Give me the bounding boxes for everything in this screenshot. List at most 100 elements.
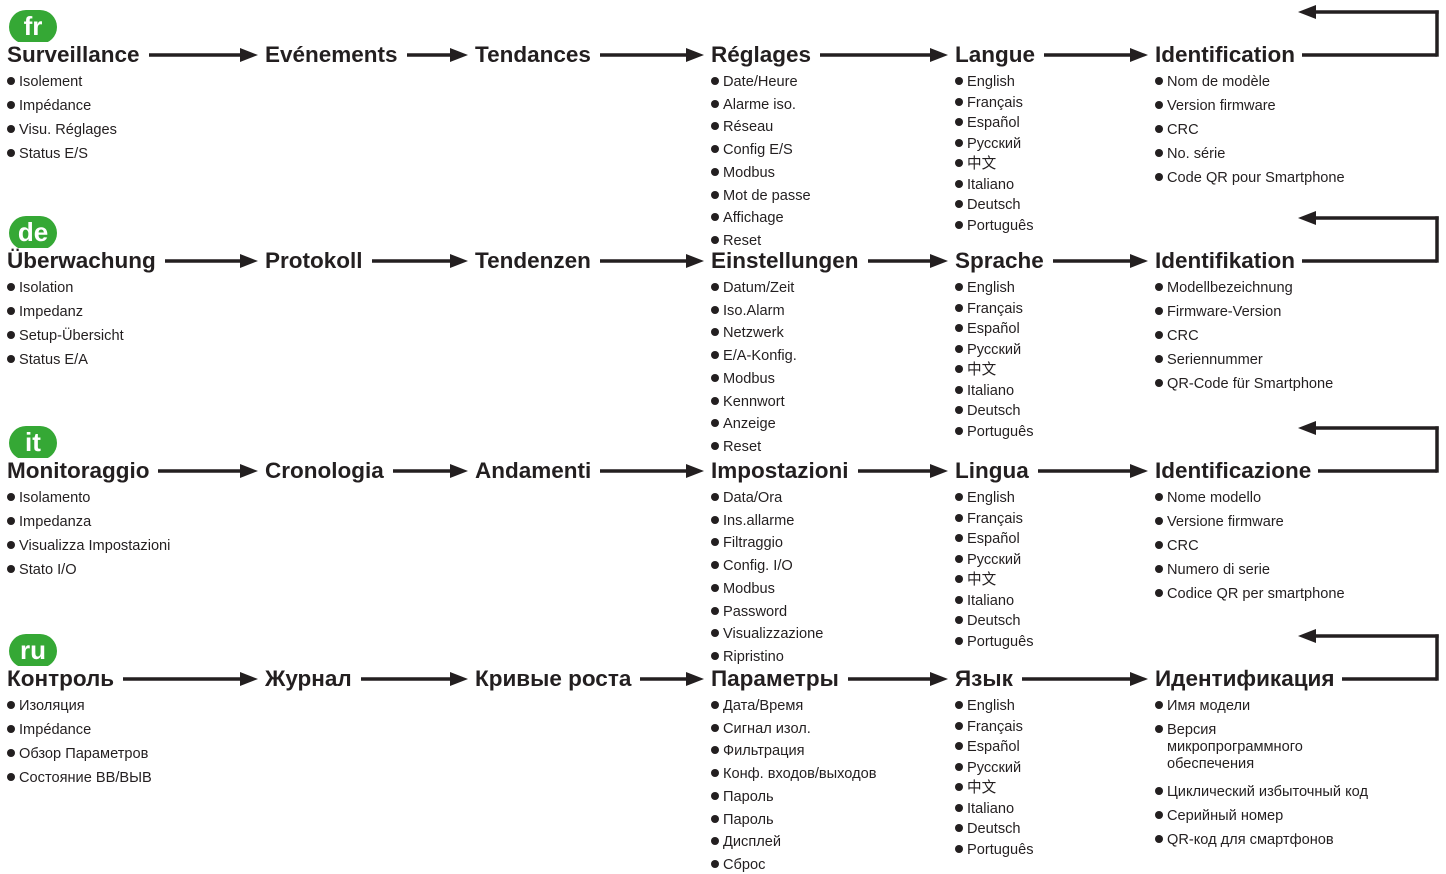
bullet-icon [711,606,719,615]
bullet-icon [711,122,719,131]
bullet-icon [711,190,719,199]
arrowhead-icon [686,254,704,268]
bullet-icon [711,493,719,501]
menu-item: Affichage [711,210,784,227]
menu-item-label: Config E/S [723,142,793,159]
arrowhead-icon [450,672,468,686]
bullet-icon [955,426,963,435]
bullet-icon [955,303,963,312]
menu-item-label: Italiano [967,592,1015,609]
bullet-icon [7,541,15,549]
bullet-icon [1155,787,1163,795]
bullet-icon [7,331,15,339]
bullet-icon [1155,77,1163,85]
language-badge-it: it [9,426,57,460]
menu-item-label: Modbus [723,164,775,181]
bullet-icon [7,101,15,109]
arrowhead-icon [450,254,468,268]
language-badge-ru: ru [9,634,57,668]
bullet-icon [711,77,719,85]
menu-item: Alarme iso. [711,97,796,114]
bullet-icon [955,513,963,522]
bullet-icon [955,534,963,542]
bullet-icon [711,235,719,244]
menu-item-label: Español [967,739,1020,755]
menu-item: Isolement [7,74,82,91]
menu-item: 中文 [955,572,996,589]
menu-item-label: English [967,280,1015,296]
menu-item-label: Deutsch [967,613,1021,629]
menu-item: Имя модели [1155,698,1250,715]
menu-item-label: Имя модели [1167,698,1251,714]
menu-item-label: Modbus [723,580,775,597]
menu-item-label: Русский [967,551,1022,568]
bullet-icon [711,859,719,868]
arrowhead-icon [450,48,468,62]
menu-item: Español [955,531,1020,548]
menu-item: CRC [1155,538,1199,555]
bullet-icon [1155,701,1163,709]
menu-item-label: Mot de passe [723,187,811,204]
bullet-icon [955,324,963,332]
menu-item-label: Impédance [19,722,92,738]
menu-heading: Журнал [264,666,353,692]
menu-heading: Lingua [954,458,1030,484]
menu-item: Français [955,95,1023,112]
menu-item-label: Data/Ora [723,490,783,506]
menu-item-label: Português [967,633,1034,650]
menu-item-label: Обзор Параметров [19,746,149,762]
menu-item: Português [955,634,1034,651]
bullet-icon [1155,173,1163,181]
menu-item-label: QR-Code für Smartphone [1167,376,1334,392]
menu-item: Version firmware [1155,98,1276,115]
bullet-icon [711,305,719,314]
menu-item: Italiano [955,593,1014,610]
menu-item-label: Alarme iso. [723,96,796,113]
menu-item-label: Italiano [967,382,1015,399]
menu-item-label: Состояние ВВ/ВЫВ [19,770,152,786]
menu-item: Data/Ora [711,490,782,507]
menu-item-label: Версия микропрограммного обеспечения [1167,722,1303,772]
menu-item-label: Дисплей [723,834,782,851]
bullet-icon [1155,101,1163,109]
arrowhead-icon [240,672,258,686]
menu-item: Impédance [7,98,91,115]
bullet-icon [955,636,963,645]
arrowhead-icon [1130,254,1148,268]
bullet-icon [711,283,719,291]
menu-heading: Кривые роста [474,666,633,692]
menu-heading: Evénements [264,42,399,68]
menu-item-label: Filtraggio [723,535,784,552]
menu-heading: Andamenti [474,458,593,484]
menu-item: Mot de passe [711,188,811,205]
menu-item: Modellbezeichnung [1155,280,1293,297]
menu-item-label: Пароль [723,788,774,805]
menu-item: Deutsch [955,821,1021,838]
menu-item: Anzeige [711,416,776,433]
menu-item: Фильтрация [711,743,805,760]
bullet-icon [711,373,719,382]
bullet-icon [711,629,719,638]
menu-item: Isolamento [7,490,90,507]
menu-item: Ins.allarme [711,513,794,530]
menu-item-label: Firmware-Version [1167,304,1282,320]
menu-item: Seriennummer [1155,352,1263,369]
menu-item: 中文 [955,156,996,173]
menu-heading: Impostazioni [710,458,850,484]
bullet-icon [1155,811,1163,819]
arrowhead-icon [240,48,258,62]
bullet-icon [1155,589,1163,597]
bullet-icon [955,803,963,812]
menu-item: Пароль [711,789,774,806]
menu-heading: Язык [954,666,1014,692]
menu-item-label: Français [967,510,1023,527]
bullet-icon [1155,149,1163,157]
menu-heading: Protokoll [264,248,364,274]
menu-item: Isolation [7,280,73,297]
bullet-icon [955,97,963,106]
menu-item-label: Español [967,531,1020,547]
return-arrowhead-icon [1298,5,1316,19]
bullet-icon [1155,725,1163,733]
menu-item-label: Сброс [723,856,766,873]
bullet-icon [955,721,963,730]
